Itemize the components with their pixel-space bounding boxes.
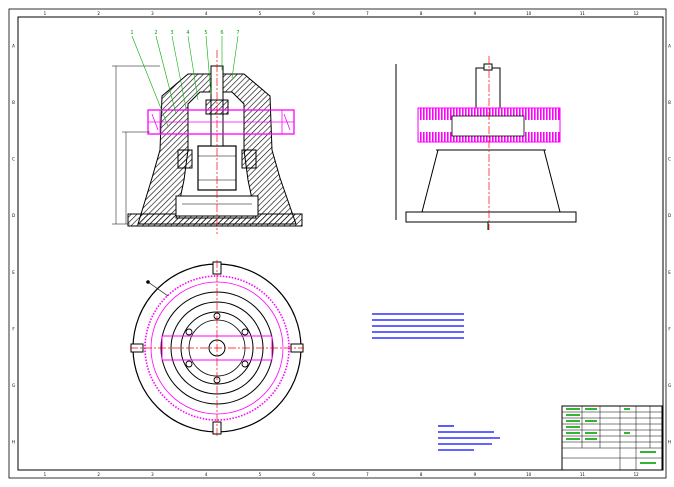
zone-number-bottom: 5 (259, 472, 262, 477)
zone-number-bottom: 7 (366, 472, 369, 477)
zone-number-top: 4 (205, 11, 208, 16)
zone-number-top: 8 (420, 11, 423, 16)
zone-letter-left: G (12, 383, 15, 388)
zone-number-top: 1 (44, 11, 47, 16)
zone-number-bottom: 12 (634, 472, 640, 477)
zone-number-bottom: 6 (312, 472, 315, 477)
zone-letter-right: D (668, 213, 671, 218)
zone-number-top: 12 (634, 11, 640, 16)
front-section-view: 1 2 3 4 5 6 7 (112, 30, 303, 234)
zone-letter-right: C (668, 157, 671, 162)
zone-letter-right: A (668, 43, 671, 48)
top-view (130, 260, 304, 436)
zone-number-bottom: 8 (420, 472, 423, 477)
zone-letter-left: E (12, 270, 15, 275)
zone-letter-right: B (668, 100, 671, 105)
zone-number-top: 10 (526, 11, 532, 16)
zone-number-top: 11 (580, 11, 586, 16)
balloon-label: 6 (220, 30, 223, 36)
zone-letter-right: E (668, 270, 671, 275)
drawing-frame (8, 8, 667, 479)
zone-letter-left: D (12, 213, 15, 218)
zone-letter-left: C (12, 157, 15, 162)
zone-number-bottom: 10 (526, 472, 532, 477)
zone-letters-left: A B C D E F G H (12, 43, 15, 444)
zone-letter-left: H (12, 440, 15, 445)
zone-number-top: 9 (474, 11, 477, 16)
zone-number-bottom: 11 (580, 472, 586, 477)
zone-letter-left: F (12, 326, 15, 331)
zone-number-bottom: 9 (474, 472, 477, 477)
zone-letter-right: H (668, 440, 671, 445)
zone-letter-right: F (668, 326, 671, 331)
zone-letter-right: G (668, 383, 671, 388)
zone-letter-left: A (12, 43, 15, 48)
zone-number-bottom: 2 (97, 472, 100, 477)
zone-letter-left: B (12, 100, 15, 105)
zone-number-bottom: 3 (151, 472, 154, 477)
balloon-label: 5 (204, 30, 207, 36)
balloon-label: 7 (236, 30, 239, 36)
zone-letters-right: A B C D E F G H (668, 43, 671, 444)
zone-number-top: 3 (151, 11, 154, 16)
zone-number-top: 5 (259, 11, 262, 16)
zone-number-top: 2 (97, 11, 100, 16)
zone-number-top: 6 (312, 11, 315, 16)
balloon-label: 2 (154, 30, 157, 36)
balloon-label: 1 (130, 30, 133, 36)
balloon-label: 3 (170, 30, 173, 36)
balloon-label: 4 (186, 30, 189, 36)
zone-number-bottom: 4 (205, 472, 208, 477)
zone-number-bottom: 1 (44, 472, 47, 477)
zone-number-top: 7 (366, 11, 369, 16)
side-view (395, 56, 577, 230)
title-block (561, 405, 663, 471)
technical-notes (372, 313, 500, 451)
